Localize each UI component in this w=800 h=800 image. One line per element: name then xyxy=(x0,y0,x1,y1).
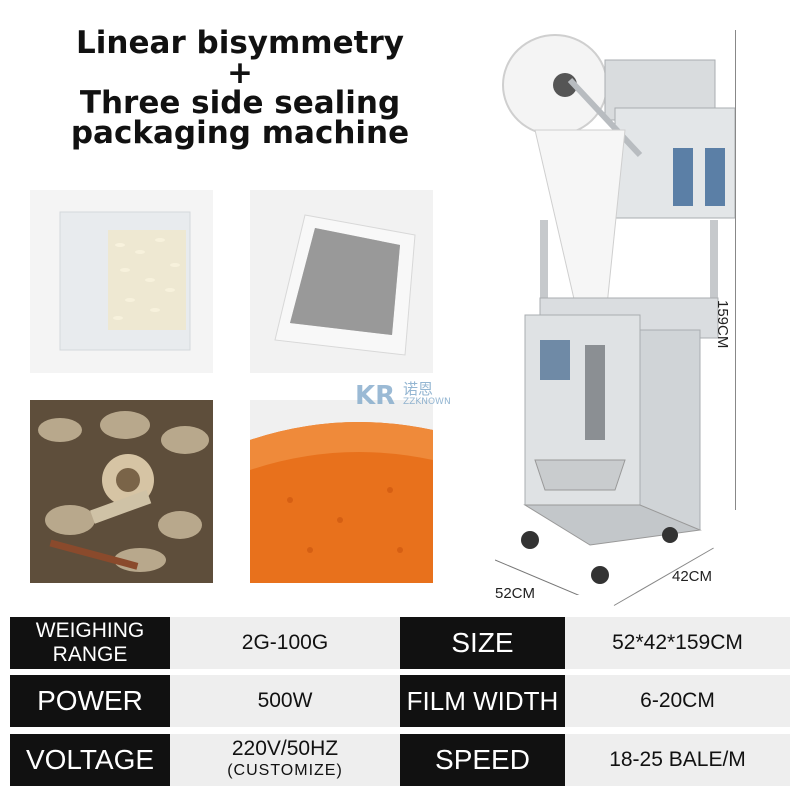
spec-label-film-width: FILM WIDTH xyxy=(400,675,565,727)
spec-label-power: POWER xyxy=(10,675,170,727)
spec-label-voltage: VOLTAGE xyxy=(10,734,170,786)
spec-label-line: RANGE xyxy=(52,643,128,666)
brand-logo-en: ZZKNOWN xyxy=(403,397,451,407)
spec-label-weighing-range: WEIGHING RANGE xyxy=(10,617,170,669)
chili-powder-photo xyxy=(250,400,433,583)
spec-label-size: SIZE xyxy=(400,617,565,669)
tea-bag-photo xyxy=(250,190,433,373)
spec-label-speed: SPEED xyxy=(400,734,565,786)
spec-value-voltage: 220V/50HZ (CUSTOMIZE) xyxy=(170,734,400,786)
tea-bag-image xyxy=(274,214,416,356)
width-label: 52CM xyxy=(495,585,536,602)
spec-value-note: (CUSTOMIZE) xyxy=(227,762,343,779)
spec-row: VOLTAGE 220V/50HZ (CUSTOMIZE) SPEED 18-2… xyxy=(10,734,790,786)
spec-value-line: 220V/50HZ xyxy=(231,737,339,760)
title-line-1: Linear bisymmetry xyxy=(76,25,404,61)
title-line-4: packaging machine xyxy=(70,115,410,151)
spec-row: POWER 500W FILM WIDTH 6-20CM xyxy=(10,675,790,727)
brand-logo: KR 诺恩 ZZKNOWN xyxy=(355,378,465,412)
spec-value-speed: 18-25 BALE/M xyxy=(565,734,790,786)
rice-bag-photo xyxy=(30,190,213,373)
height-label: 159CM xyxy=(714,300,731,349)
spec-value-weighing-range: 2G-100G xyxy=(170,617,400,669)
packaging-machine-image xyxy=(494,30,748,601)
title-line-2: + xyxy=(227,55,253,91)
svg-text:KR: KR xyxy=(355,381,395,411)
height-dimension-line xyxy=(735,30,736,510)
herbs-image xyxy=(30,400,213,583)
spec-value-power: 500W xyxy=(170,675,400,727)
brand-logo-cn: 诺恩 xyxy=(403,380,434,398)
depth-label: 42CM xyxy=(672,568,713,585)
title-line-3: Three side sealing xyxy=(79,85,401,121)
product-title: Linear bisymmetry + Three side sealing p… xyxy=(40,25,440,151)
spec-row: WEIGHING RANGE 2G-100G SIZE 52*42*159CM xyxy=(10,617,790,669)
brand-logo-mark: KR xyxy=(355,381,395,411)
herbs-photo xyxy=(30,400,213,583)
spec-label-line: WEIGHING xyxy=(35,619,145,642)
spec-value-size: 52*42*159CM xyxy=(565,617,790,669)
packaging-machine-drawing xyxy=(494,34,748,601)
chili-powder-image xyxy=(250,400,433,583)
spec-value-film-width: 6-20CM xyxy=(565,675,790,727)
rice-bag-image xyxy=(59,211,191,351)
